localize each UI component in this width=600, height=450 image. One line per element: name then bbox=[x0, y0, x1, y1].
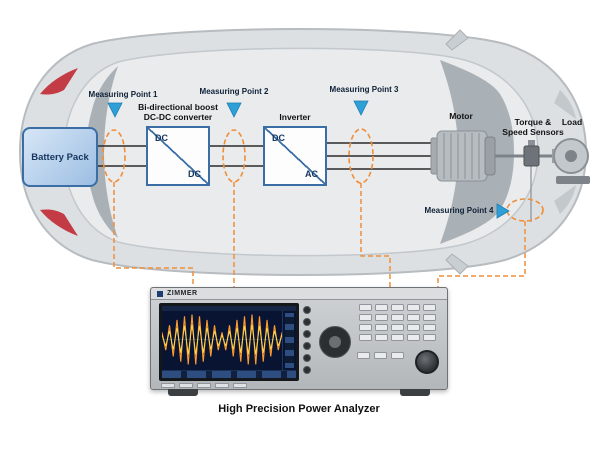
analyzer-function-keys bbox=[357, 352, 404, 359]
probe-cable-1 bbox=[113, 182, 194, 288]
round-button bbox=[303, 318, 311, 326]
key-button bbox=[390, 313, 404, 321]
round-button bbox=[303, 354, 311, 362]
key-button bbox=[406, 303, 420, 311]
taillight-left-bottom bbox=[40, 209, 78, 236]
inverter-title: Inverter bbox=[279, 112, 311, 122]
analyzer-screen-keys bbox=[161, 383, 247, 388]
waveform-graphic bbox=[162, 314, 282, 365]
measuring-point-1-marker-icon bbox=[107, 102, 123, 118]
display-menu-bar bbox=[162, 306, 296, 311]
measuring-ellipse-2 bbox=[222, 129, 246, 183]
key-button bbox=[391, 352, 404, 359]
analyzer-caption: High Precision Power Analyzer bbox=[218, 403, 380, 415]
analyzer-foot-right bbox=[400, 389, 430, 396]
measuring-point-4-label: Measuring Point 4 bbox=[424, 206, 494, 215]
converter-input-label: DC bbox=[155, 133, 168, 143]
converter-title: Bi-directional boost DC-DC converter bbox=[138, 102, 218, 122]
battery-pack-block: Battery Pack bbox=[22, 127, 98, 187]
analyzer-keypad bbox=[357, 302, 445, 346]
key-button bbox=[358, 303, 372, 311]
key-button bbox=[197, 383, 211, 388]
measuring-point-2-marker-icon bbox=[226, 102, 242, 118]
key-button bbox=[161, 383, 175, 388]
headlight-top bbox=[554, 90, 576, 119]
key-button bbox=[406, 323, 420, 331]
key-button bbox=[374, 313, 388, 321]
analyzer-display bbox=[162, 306, 296, 378]
taillight-left-top bbox=[40, 68, 78, 95]
key-button bbox=[422, 333, 436, 341]
key-button bbox=[357, 352, 370, 359]
measuring-point-3-marker-icon bbox=[353, 100, 369, 116]
analyzer-dpad bbox=[319, 326, 351, 358]
battery-pack-label: Battery Pack bbox=[31, 151, 89, 163]
key-button bbox=[233, 383, 247, 388]
measuring-ellipse-4 bbox=[506, 198, 544, 222]
measuring-point-2-label: Measuring Point 2 bbox=[199, 87, 269, 96]
motor-label: Motor bbox=[449, 111, 473, 121]
measuring-point-4-marker-icon bbox=[496, 203, 510, 219]
measuring-ellipse-1 bbox=[102, 129, 126, 183]
headlight-bottom bbox=[554, 185, 576, 214]
analyzer-soft-buttons bbox=[303, 306, 311, 374]
analyzer-rotary-knob bbox=[415, 350, 439, 374]
key-button bbox=[374, 333, 388, 341]
display-softkey-bar bbox=[162, 370, 296, 378]
key-button bbox=[422, 313, 436, 321]
analyzer-foot-left bbox=[168, 389, 198, 396]
key-button bbox=[422, 323, 436, 331]
analyzer-screen bbox=[159, 303, 299, 381]
key-button bbox=[390, 303, 404, 311]
round-button bbox=[303, 330, 311, 338]
key-button bbox=[374, 303, 388, 311]
key-button bbox=[422, 303, 436, 311]
measuring-point-1-label: Measuring Point 1 bbox=[88, 90, 158, 99]
sensor-title: Torque & Speed Sensors bbox=[502, 117, 564, 137]
mirror-top bbox=[445, 29, 469, 51]
measuring-point-3-label: Measuring Point 3 bbox=[329, 85, 399, 94]
inverter-block: DC AC bbox=[263, 126, 327, 186]
display-side-menu bbox=[282, 311, 296, 370]
mirror-bottom bbox=[445, 253, 469, 275]
load-label: Load bbox=[561, 117, 583, 127]
key-button bbox=[406, 313, 420, 321]
power-analyzer: ZIMMER bbox=[150, 287, 448, 390]
key-button bbox=[390, 323, 404, 331]
dcdc-converter-block: DC DC bbox=[146, 126, 210, 186]
key-button bbox=[390, 333, 404, 341]
round-button bbox=[303, 342, 311, 350]
torque-speed-sensor-graphic bbox=[523, 140, 540, 167]
round-button bbox=[303, 366, 311, 374]
key-button bbox=[406, 333, 420, 341]
brand-logo-icon bbox=[157, 290, 163, 297]
converter-output-label: DC bbox=[188, 169, 201, 179]
motor-graphic bbox=[430, 130, 496, 182]
power-wiring bbox=[98, 142, 437, 170]
inverter-output-label: AC bbox=[305, 169, 318, 179]
rear-window bbox=[86, 66, 118, 238]
round-button bbox=[303, 306, 311, 314]
key-button bbox=[374, 323, 388, 331]
key-button bbox=[215, 383, 229, 388]
probe-cable-4 bbox=[437, 221, 526, 288]
analyzer-top-panel: ZIMMER bbox=[151, 288, 447, 300]
probe-cable-3 bbox=[360, 183, 391, 288]
key-button bbox=[179, 383, 193, 388]
inverter-input-label: DC bbox=[272, 133, 285, 143]
key-button bbox=[358, 333, 372, 341]
key-button bbox=[374, 352, 387, 359]
key-button bbox=[358, 323, 372, 331]
key-button bbox=[358, 313, 372, 321]
load-graphic bbox=[552, 138, 590, 184]
analyzer-brand: ZIMMER bbox=[167, 290, 198, 297]
measuring-ellipse-3 bbox=[348, 128, 374, 184]
